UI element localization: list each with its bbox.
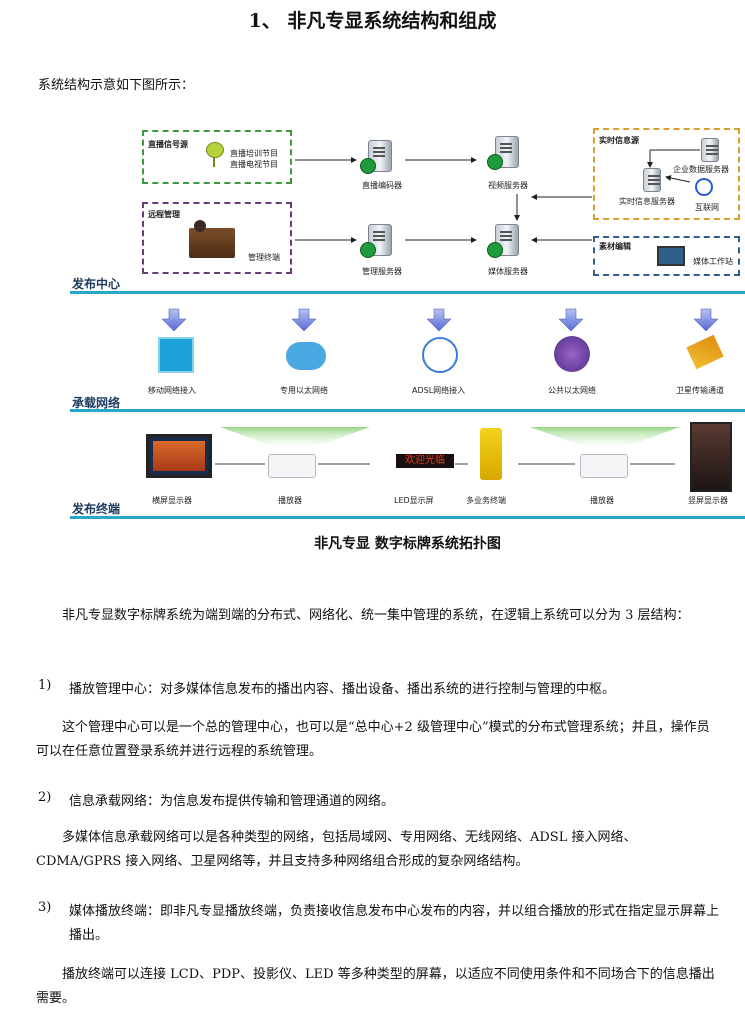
internet-icon	[695, 178, 713, 196]
live-signal-title: 直播信号源	[148, 140, 188, 149]
player-icon	[580, 454, 628, 478]
internet-label: 互联网	[695, 203, 719, 212]
operator-desk-icon	[189, 228, 235, 258]
section-terminal-label: 发布终端	[72, 502, 121, 516]
item-detail: 这个管理中心可以是一个总的管理中心，也可以是“总中心+2 级管理中心”模式的分布…	[36, 720, 710, 759]
rt-server-label: 实时信息服务器	[619, 197, 675, 206]
realtime-title: 实时信息源	[599, 136, 639, 145]
diagram-connectors	[161, 149, 719, 465]
portrait-monitor-icon	[690, 422, 732, 492]
item-detail: 多媒体信息承载网络可以是各种类型的网络，包括局域网、专用网络、无线网络、ADSL…	[36, 830, 637, 869]
item-heading: 播放管理中心：对多媒体信息发布的播出内容、播出设备、播出系统的进行控制与管理的中…	[69, 682, 616, 697]
network-label: ADSL网络接入	[412, 386, 466, 395]
enterprise-label: 企业数据服务器	[673, 165, 729, 174]
mgmt-server-label: 管理服务器	[362, 267, 402, 276]
diagram-caption: 非凡专显 数字标牌系统拓扑图	[314, 536, 501, 552]
section-network-bar	[70, 409, 745, 412]
terminal-label: LED显示屏	[394, 496, 434, 505]
enterprise-server-icon	[701, 138, 719, 162]
page-title: 1、 非凡专显系统结构和组成	[248, 10, 497, 32]
network-label: 移动网络接入	[148, 386, 196, 395]
terminal-label: 播放器	[590, 496, 614, 505]
kiosk-icon	[480, 428, 502, 480]
workstation-icon	[657, 246, 685, 266]
section-terminal-bar	[70, 516, 745, 519]
workstation-label: 媒体工作站	[693, 257, 733, 266]
tv-icon	[206, 142, 224, 158]
video-badge-icon	[487, 154, 503, 170]
private-ethernet-icon	[286, 342, 326, 370]
material-edit-box: 素材编辑 媒体工作站	[593, 236, 740, 276]
item-heading: 媒体播放终端：即非凡专显播放终端，负责接收信息发布中心发布的内容，并以组合播放的…	[69, 904, 720, 943]
material-title: 素材编辑	[599, 242, 631, 251]
adsl-icon	[422, 337, 458, 373]
section-center-bar	[70, 291, 745, 294]
media-server-icon	[495, 224, 519, 256]
remote-mgmt-box: 远程管理 管理终端	[142, 202, 292, 274]
media-server-label: 媒体服务器	[488, 267, 528, 276]
remote-mgmt-title: 远程管理	[148, 210, 180, 219]
live-signal-box: 直播信号源 直播培训节目 直播电视节目	[142, 130, 292, 184]
network-label: 专用以太网络	[280, 386, 328, 395]
led-screen-text: 欢迎光临	[405, 455, 445, 466]
terminal-label: 竖屏显示器	[688, 496, 728, 505]
tv-stand-icon	[213, 157, 215, 167]
led-screen-icon: 欢迎光临	[396, 454, 454, 468]
public-ethernet-icon	[554, 336, 590, 372]
item-number: 1)	[38, 678, 52, 693]
topology-diagram: 直播信号源 直播培训节目 直播电视节目 远程管理 管理终端 实时信息源 企业数据…	[70, 122, 745, 562]
mobile-network-icon	[158, 337, 194, 373]
intro-text: 系统结构示意如下图所示：	[38, 78, 195, 93]
item-heading: 信息承载网络：为信息发布提供传输和管理通道的网络。	[69, 794, 395, 809]
live-line2: 直播电视节目	[230, 160, 278, 169]
landscape-monitor-icon	[146, 434, 212, 478]
item-number: 2)	[38, 790, 52, 805]
terminal-label: 横屏显示器	[152, 496, 192, 505]
item-number: 3)	[38, 900, 52, 915]
network-label: 公共以太网络	[548, 386, 596, 395]
terminal-label: 多业务终端	[466, 496, 506, 505]
operator-person-icon	[194, 220, 206, 232]
video-server-label: 视频服务器	[488, 181, 528, 190]
rt-server-icon	[643, 168, 661, 192]
live-line1: 直播培训节目	[230, 149, 278, 158]
mgmt-badge-icon	[360, 242, 376, 258]
player-icon	[268, 454, 316, 478]
body-paragraph: 非凡专显数字标牌系统为端到端的分布式、网络化、统一集中管理的系统，在逻辑上系统可…	[62, 608, 690, 623]
realtime-info-box: 实时信息源 企业数据服务器 实时信息服务器 互联网	[593, 128, 740, 220]
section-center-label: 发布中心	[72, 277, 121, 291]
encoder-label: 直播编码器	[362, 181, 402, 190]
network-label: 卫星传输通道	[676, 386, 724, 395]
terminal-label: 播放器	[278, 496, 302, 505]
terminal-label: 管理终端	[248, 253, 280, 262]
section-network-label: 承载网络	[72, 396, 121, 410]
encoder-badge-icon	[360, 158, 376, 174]
item-detail: 播放终端可以连接 LCD、PDP、投影仪、LED 等多种类型的屏幕，以适应不同使…	[36, 967, 715, 1006]
media-badge-icon	[487, 242, 503, 258]
